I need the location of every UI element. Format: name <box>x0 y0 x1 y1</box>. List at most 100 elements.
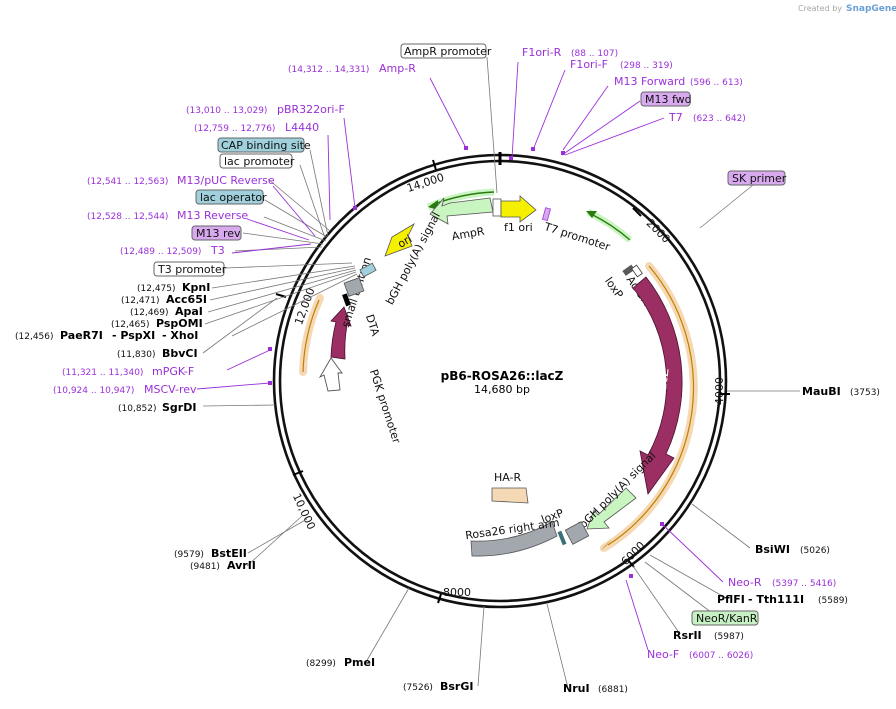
bgh-left-marker <box>359 262 377 278</box>
bbvci-text: BbvCI <box>162 347 198 360</box>
pflfi-pos: (5589) <box>818 596 848 606</box>
maubi-text: MauBI <box>802 385 841 398</box>
plasmid-name: pB6-ROSA26::lacZ <box>441 369 564 383</box>
bbvci-pos: (11,830) <box>117 350 156 360</box>
lac-promoter-text: lac promoter <box>224 155 295 168</box>
leader-lines-left <box>202 149 358 407</box>
l4440-pos: (12,759 .. 12,776) <box>194 124 275 134</box>
mscvrev-text: MSCV-rev <box>144 383 197 396</box>
loxp-top-marker <box>622 264 635 276</box>
dta-feature[interactable] <box>330 306 352 360</box>
lac-promoter-box <box>219 153 293 169</box>
cap-text: CAP binding site <box>221 139 311 152</box>
neor-kanr-box <box>691 610 759 626</box>
acc65i-pos: (12,471) <box>121 296 160 306</box>
f1ori-feature[interactable] <box>500 195 537 223</box>
t3-text: T3 <box>210 244 225 257</box>
pspomi-pos: (12,465) <box>111 320 150 330</box>
bsiwi-pos: (5026) <box>800 546 830 556</box>
sk-primer-text: SK primer <box>732 172 787 185</box>
lacz-feature[interactable] <box>632 276 683 495</box>
tick-2000: 2000 <box>644 217 673 246</box>
nrui-pos: (6881) <box>598 685 628 695</box>
bgh-left-block <box>343 277 365 297</box>
sk-primer-box <box>727 170 786 186</box>
t7-promoter-marker <box>542 207 551 222</box>
loxp-top-label: loxP <box>602 275 626 301</box>
tick-8000: 8000 <box>443 586 471 599</box>
m13-fwd-text: M13 fwd <box>645 93 692 106</box>
sgrdi-text: SgrDI <box>162 401 196 414</box>
bgh-right-label: bGH poly(A) signal <box>577 449 659 531</box>
neo-r-text: Neo-R <box>728 576 762 589</box>
m13-forward-pos: (596 .. 613) <box>690 78 743 88</box>
mpgkf-text: mPGK-F <box>152 365 194 378</box>
kpni-text: KpnI <box>182 281 210 294</box>
bsteii-pos: (9579) <box>174 550 204 560</box>
pbr322-text: pBR322ori-F <box>277 103 345 116</box>
orange-arc-left-core <box>302 299 320 373</box>
f1ori-r-pos: (88 .. 107) <box>571 49 618 59</box>
green-arc-right-head <box>586 211 597 218</box>
har-feature[interactable] <box>491 487 529 504</box>
apai-pos: (12,469) <box>130 308 169 318</box>
neor-kanr-text: NeoR/KanR <box>696 612 758 625</box>
rsrii-pos: (5987) <box>714 632 744 642</box>
t3-pos: (12,489 .. 12,509) <box>120 247 201 257</box>
f1ori-r-text: F1ori-R <box>522 46 562 59</box>
m13rev-pos: (12,528 .. 12,544) <box>87 212 168 222</box>
lacz-label: lacZ <box>655 368 672 395</box>
sgrdi-pos: (10,852) <box>118 404 157 414</box>
t7-promoter-label: T7 promoter <box>542 220 612 254</box>
l4440-text: L4440 <box>285 121 319 134</box>
m13puc-text: M13/pUC Reverse <box>177 174 275 187</box>
neo-f-pos: (6007 .. 6026) <box>689 651 753 661</box>
ampr-feature[interactable] <box>429 197 494 225</box>
mpgkf-pos: (11,321 .. 11,340) <box>62 368 143 378</box>
tick-4000: 4000 <box>713 377 726 405</box>
lac-operator-box <box>195 189 264 205</box>
ori-feature[interactable] <box>384 222 415 257</box>
grey-block-bottom <box>564 521 590 545</box>
xhoi-text: - XhoI <box>162 329 198 342</box>
cap-box <box>217 137 305 153</box>
leader-lines-purple <box>196 61 724 651</box>
ampr-label: AmpR <box>451 225 486 244</box>
t7-text: T7 <box>668 111 683 124</box>
bsteii-text: BstEII <box>211 547 247 560</box>
created-by-text: Created by <box>798 4 842 13</box>
t7-pos: (623 .. 642) <box>693 114 746 124</box>
maubi-pos: (3753) <box>850 388 880 398</box>
primer-markers <box>268 146 664 578</box>
t3-promoter-text: T3 promoter <box>157 263 227 276</box>
pmei-text: PmeI <box>344 656 375 669</box>
amp-r-pos: (14,312 .. 14,331) <box>288 65 369 75</box>
t3-promoter-box <box>153 261 225 277</box>
rosa26-feature[interactable] <box>470 521 558 557</box>
bgh-right-feature[interactable] <box>586 487 637 530</box>
mscvrev-pos: (10,924 .. 10,947) <box>53 386 134 396</box>
avrii-pos: (9481) <box>190 562 220 572</box>
pspxi-text: - PspXI <box>112 329 155 342</box>
neo-r-pos: (5397 .. 5416) <box>772 579 836 589</box>
nrui-text: NruI <box>563 682 590 695</box>
m13rev-text: M13 Reverse <box>177 209 248 222</box>
acc65i-text: Acc65I <box>166 293 207 306</box>
m13-fwd-box <box>640 91 691 107</box>
paer7i-text: PaeR7I <box>60 329 103 342</box>
amp-r-text: Amp-R <box>379 62 416 75</box>
pmei-pos: (8299) <box>306 659 336 669</box>
loxp-bottom-marker <box>557 530 567 546</box>
m13-rev-box <box>191 225 242 241</box>
tth111i-text: - Tth111I <box>748 593 804 606</box>
kpni-pos: (12,475) <box>137 284 176 294</box>
f1ori-f-text: F1ori-F <box>570 58 608 71</box>
pflfi-text: PflFI <box>717 593 745 606</box>
neo-f-text: Neo-F <box>647 648 679 661</box>
pbr322-pos: (13,010 .. 13,029) <box>186 106 267 116</box>
snapgene-logo-text: SnapGene <box>846 4 896 14</box>
ampr-promoter-text: AmpR promoter <box>404 45 492 58</box>
pgk-feature[interactable] <box>318 357 343 392</box>
f1ori-label: f1 ori <box>504 221 533 234</box>
